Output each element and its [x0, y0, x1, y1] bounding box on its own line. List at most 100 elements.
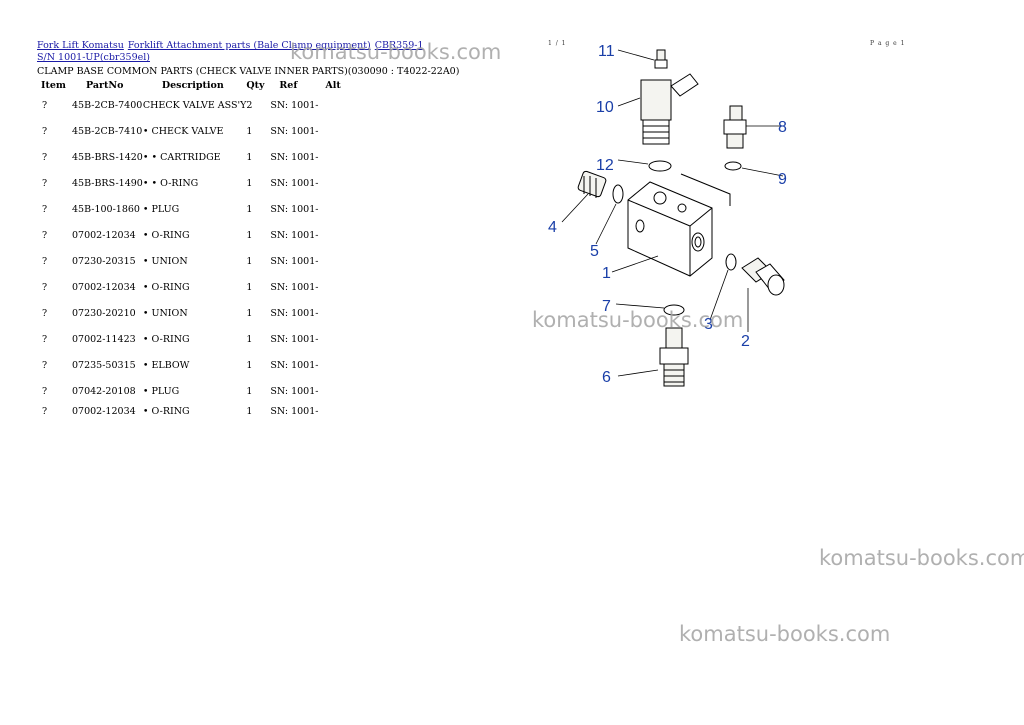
- leader-lines: [561, 49, 784, 377]
- table-row: ? 45B-2CB-7410 • CHECK VALVE 1 SN: 1001-: [37, 118, 341, 144]
- cell-item: ?: [42, 307, 48, 319]
- breadcrumb-link-forklift[interactable]: Fork Lift Komatsu: [37, 40, 124, 51]
- cell-qty: 1: [246, 359, 253, 371]
- cell-partno: 07002-11423: [72, 333, 136, 345]
- cell-alt: [325, 222, 340, 248]
- cell-alt: [325, 300, 340, 326]
- callout-2: 2: [741, 333, 750, 350]
- cell-item: ?: [42, 333, 48, 345]
- cell-description: • O-RING: [142, 229, 190, 241]
- callout-11: 11: [598, 43, 615, 60]
- cell-qty: 1: [246, 125, 253, 137]
- cell-qty: 1: [246, 405, 253, 417]
- cell-description: • O-RING: [142, 333, 190, 345]
- callout-4: 4: [548, 219, 557, 236]
- cell-alt: [325, 404, 340, 418]
- cell-item: ?: [42, 203, 48, 215]
- watermark: komatsu-books.com: [532, 308, 744, 332]
- cell-qty: 1: [246, 281, 253, 293]
- cell-qty: 1: [246, 151, 253, 163]
- cell-partno: 45B-BRS-1490: [72, 177, 143, 189]
- watermark: komatsu-books.com: [679, 622, 891, 646]
- cell-item: ?: [42, 99, 48, 111]
- cell-partno: 45B-2CB-7400: [72, 99, 143, 111]
- cell-qty: 1: [246, 255, 253, 267]
- cell-partno: 07002-12034: [72, 229, 136, 241]
- cell-qty: 1: [246, 333, 253, 345]
- part-4-plug: [577, 170, 607, 198]
- cell-ref: SN: 1001-: [270, 385, 319, 397]
- cell-ref: SN: 1001-: [270, 151, 319, 163]
- header-partno: PartNo: [86, 80, 124, 91]
- breadcrumb-link-model[interactable]: CBR359-1 S/N 1001-UP(cbr359el): [37, 40, 424, 63]
- callout-1: 1: [602, 265, 611, 282]
- cell-description: • PLUG: [142, 203, 180, 215]
- table-row: ? 45B-100-1860 • PLUG 1 SN: 1001-: [37, 196, 341, 222]
- cell-alt: [325, 248, 340, 274]
- table-row: ? 07042-20108 • PLUG 1 SN: 1001-: [37, 378, 341, 404]
- header-description: Description: [161, 80, 224, 91]
- table-row: ? 07002-12034 • O-RING 1 SN: 1001-: [37, 274, 341, 300]
- cell-description: • PLUG: [142, 385, 180, 397]
- cell-qty: 2: [246, 99, 253, 111]
- cell-ref: SN: 1001-: [270, 405, 319, 417]
- page-title: CLAMP BASE COMMON PARTS (CHECK VALVE INN…: [37, 66, 460, 77]
- callout-12: 12: [596, 157, 614, 174]
- cell-qty: 1: [246, 177, 253, 189]
- cell-item: ?: [42, 359, 48, 371]
- cell-item: ?: [42, 125, 48, 137]
- cell-ref: SN: 1001-: [270, 255, 319, 267]
- table-row: ? 07230-20315 • UNION 1 SN: 1001-: [37, 248, 341, 274]
- cell-partno: 07235-50315: [72, 359, 136, 371]
- part-12-oring: [648, 160, 672, 172]
- page-count: P a g e 1: [870, 40, 906, 47]
- table-row: ? 07002-12034 • O-RING 1 SN: 1001-: [37, 404, 341, 418]
- cell-description: CHECK VALVE ASS'Y: [142, 99, 247, 111]
- cell-partno: 07002-12034: [72, 405, 136, 417]
- cell-qty: 1: [246, 307, 253, 319]
- part-3-oring: [725, 253, 737, 271]
- cell-ref: SN: 1001-: [270, 281, 319, 293]
- cell-partno: 45B-BRS-1420: [72, 151, 143, 163]
- callout-10: 10: [596, 99, 614, 116]
- breadcrumb-link-attachment[interactable]: Forklift Attachment parts (Bale Clamp eq…: [127, 40, 371, 51]
- cell-alt: [325, 144, 340, 170]
- part-10-elbow: [640, 73, 699, 145]
- table-row: ? 07002-12034 • O-RING 1 SN: 1001-: [37, 222, 341, 248]
- cell-partno: 45B-100-1860: [72, 203, 140, 215]
- cell-alt: [325, 352, 340, 378]
- cell-ref: SN: 1001-: [270, 99, 319, 111]
- callout-5: 5: [590, 243, 599, 260]
- part-11-plug: [654, 49, 668, 69]
- cell-ref: SN: 1001-: [270, 125, 319, 137]
- cell-partno: 07002-12034: [72, 281, 136, 293]
- cell-ref: SN: 1001-: [270, 203, 319, 215]
- cell-ref: SN: 1001-: [270, 359, 319, 371]
- callout-8: 8: [778, 119, 787, 136]
- cell-description: • UNION: [142, 255, 188, 267]
- cell-alt: [325, 118, 340, 144]
- table-row: ? 45B-BRS-1420 • • CARTRIDGE 1 SN: 1001-: [37, 144, 341, 170]
- cell-description: • • O-RING: [142, 177, 199, 189]
- cell-ref: SN: 1001-: [270, 333, 319, 345]
- table-row: ? 07230-20210 • UNION 1 SN: 1001-: [37, 300, 341, 326]
- part-5-oring: [612, 184, 624, 204]
- part-7-oring: [663, 304, 685, 316]
- cell-item: ?: [42, 177, 48, 189]
- cell-description: • • CARTRIDGE: [142, 151, 221, 163]
- cell-qty: 1: [246, 203, 253, 215]
- cell-alt: [325, 326, 340, 352]
- parts-table: Item PartNo Description Qty Ref Alt ? 45…: [37, 79, 341, 418]
- callout-7: 7: [602, 298, 611, 315]
- cell-item: ?: [42, 405, 48, 417]
- table-row: ? 07002-11423 • O-RING 1 SN: 1001-: [37, 326, 341, 352]
- cell-description: • UNION: [142, 307, 188, 319]
- cell-ref: SN: 1001-: [270, 177, 319, 189]
- header-alt: Alt: [325, 80, 341, 91]
- cell-alt: [325, 196, 340, 222]
- part-6-union: [659, 327, 689, 387]
- cell-item: ?: [42, 385, 48, 397]
- table-row: ? 07235-50315 • ELBOW 1 SN: 1001-: [37, 352, 341, 378]
- cell-qty: 1: [246, 229, 253, 241]
- cell-item: ?: [42, 151, 48, 163]
